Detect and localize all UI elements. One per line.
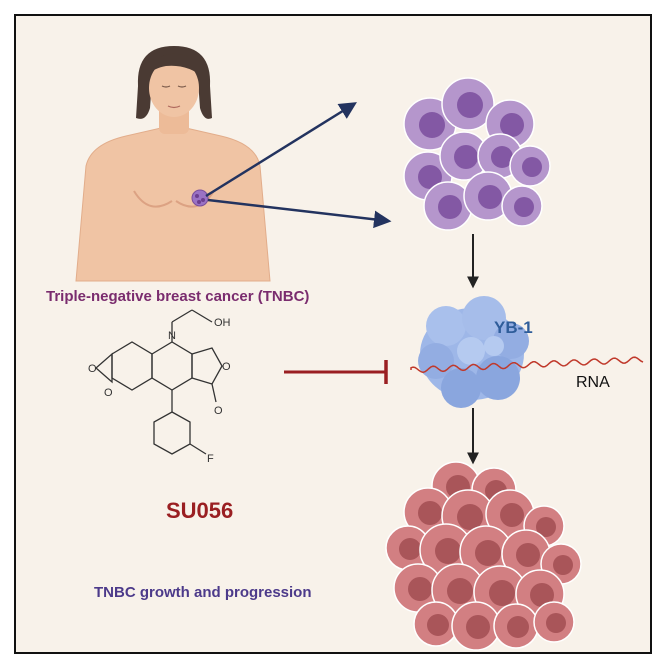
carbonyl-oxygen: O [214,405,223,417]
hair-fringe [146,53,204,78]
dioxole-o-top: O [88,363,97,375]
dioxole-o-bottom: O [104,387,113,399]
figure-frame: O O N OH O O F Triple-negative breast ca… [14,14,652,654]
cell-nucleus [435,538,461,564]
cell-nucleus [457,92,483,118]
cell-nucleus [419,112,445,138]
cell-nucleus [427,614,449,636]
su056-atom-labels: O O N OH O O F [88,317,231,465]
cell-nucleus [536,517,556,537]
protein-name: YB-1 [494,318,533,337]
ring-oxygen: O [222,361,231,373]
tumor-spot [191,189,209,207]
outcome-caption: TNBC growth and progression [94,584,312,601]
cell-nucleus [418,165,442,189]
arrow-to-tumor-upper [205,102,357,198]
compound-name: SU056 [166,498,234,523]
cell-nucleus [438,195,462,219]
cell-nucleus [491,146,513,168]
face [149,59,199,117]
cell-nucleus [522,157,542,177]
nitrogen-atom: N [168,330,176,342]
rna-label: RNA [576,374,610,391]
cell-nucleus [500,503,524,527]
purple-tumor-cluster [403,77,551,231]
cell-nucleus [514,197,534,217]
fluorine-atom: F [207,453,214,465]
cell-nucleus [457,504,483,530]
inhibition-arrow [284,360,388,384]
su056-structure [95,309,223,455]
cell-nucleus [447,578,473,604]
hydroxyl-group: OH [214,317,231,329]
woman-illustration [75,46,271,282]
yb1-protein [418,296,529,408]
cell-nucleus [500,113,524,137]
rna-strand [410,356,644,374]
cell-nucleus [507,616,529,638]
cell-nucleus [466,615,490,639]
cell-nucleus [530,583,554,607]
cell-nucleus [489,580,515,606]
disease-title: Triple-negative breast cancer (TNBC) [46,288,310,305]
cell-nucleus [408,577,432,601]
cell-nucleus [418,501,442,525]
cell-nucleus [399,538,421,560]
arrow-to-tumor-lower [207,198,392,229]
cell-nucleus [478,185,502,209]
cell-nucleus [546,613,566,633]
red-tumor-cluster [385,461,582,651]
cell-nucleus [454,145,478,169]
cell-nucleus [475,540,501,566]
cell-nucleus [516,543,540,567]
diagram-canvas: O O N OH O O F [75,46,644,651]
cell-nucleus [553,555,573,575]
